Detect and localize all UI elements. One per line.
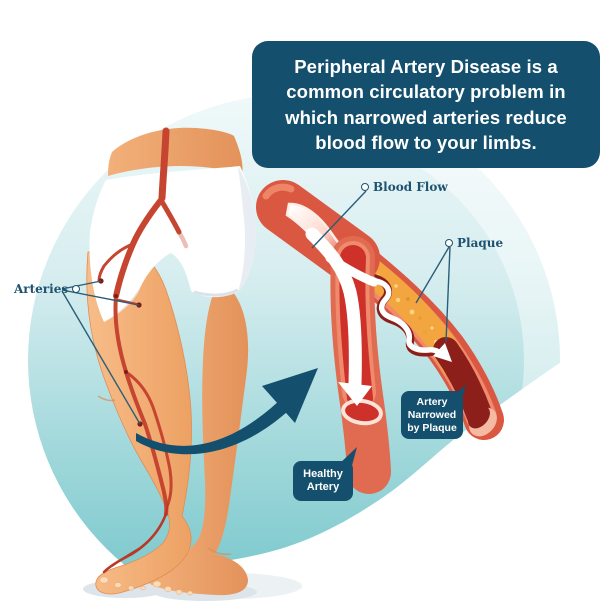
blood-flow-leader	[311, 190, 367, 249]
back-foot-toenails	[152, 580, 193, 596]
iliac-artery-back	[158, 197, 182, 235]
shorts	[89, 166, 256, 322]
femoral-artery	[113, 294, 169, 516]
callout-blood-flow: Blood Flow	[361, 180, 448, 194]
artery-branch-1	[97, 242, 135, 283]
torso	[108, 127, 243, 176]
restricted-flow-arrow-shaft	[373, 278, 444, 357]
plaque-leader-2	[445, 246, 451, 343]
branch-flow-shaft	[325, 253, 379, 287]
plaque-leader-1	[415, 246, 450, 304]
main-flow-arrow-head	[338, 382, 372, 406]
aorta	[158, 127, 170, 202]
artery-cross-section	[256, 180, 504, 494]
leg-arteries	[97, 127, 189, 574]
narrowed-branch	[333, 238, 504, 440]
knee-crease	[97, 395, 116, 402]
trunk-cap-highlight	[262, 183, 295, 200]
blood-flow-label: Blood Flow	[373, 180, 448, 194]
narrowed-artery-badge: Artery Narrowed by Plaque	[401, 391, 463, 440]
info-banner-text: Peripheral Artery Disease is a common ci…	[285, 55, 567, 153]
zoom-arrow	[136, 368, 318, 455]
ankle-crease	[207, 547, 232, 556]
narrowed-artery-badge-label: Artery Narrowed by Plaque	[407, 396, 457, 434]
blood-flow-arrows	[305, 227, 379, 406]
main-flow-arrow-shaft	[305, 227, 362, 391]
shorts-hem-fold	[193, 288, 239, 297]
healthy-artery-badge: Healthy Artery	[293, 461, 353, 501]
healthy-artery-badge-label: Healthy Artery	[303, 467, 343, 493]
back-leg	[146, 280, 249, 596]
artery-branch-3	[124, 370, 173, 506]
floor	[0, 330, 612, 612]
circle-marker-icon	[72, 285, 81, 293]
callout-plaque: Plaque	[445, 236, 503, 250]
arteries-label: Arteries	[14, 282, 69, 296]
healthy-branch-cut-rim	[341, 398, 383, 426]
foot-artery-2	[111, 503, 169, 567]
front-foot-toenails	[99, 576, 146, 591]
restricted-flow-arrow-head	[433, 343, 452, 362]
narrowed-branch-cut-lumen	[468, 405, 490, 429]
plaque-label: Plaque	[457, 236, 504, 250]
callout-arteries: Arteries	[14, 282, 81, 296]
info-banner: Peripheral Artery Disease is a common ci…	[252, 41, 600, 168]
callout-leader-lines	[311, 190, 451, 343]
iliac-fade	[176, 229, 189, 249]
circle-marker-icon	[361, 183, 369, 191]
circle-marker-icon	[445, 239, 453, 247]
shorts-shading	[238, 166, 256, 292]
zoom-arrow-head	[262, 368, 318, 423]
zoom-arrow-shaft	[136, 399, 287, 455]
